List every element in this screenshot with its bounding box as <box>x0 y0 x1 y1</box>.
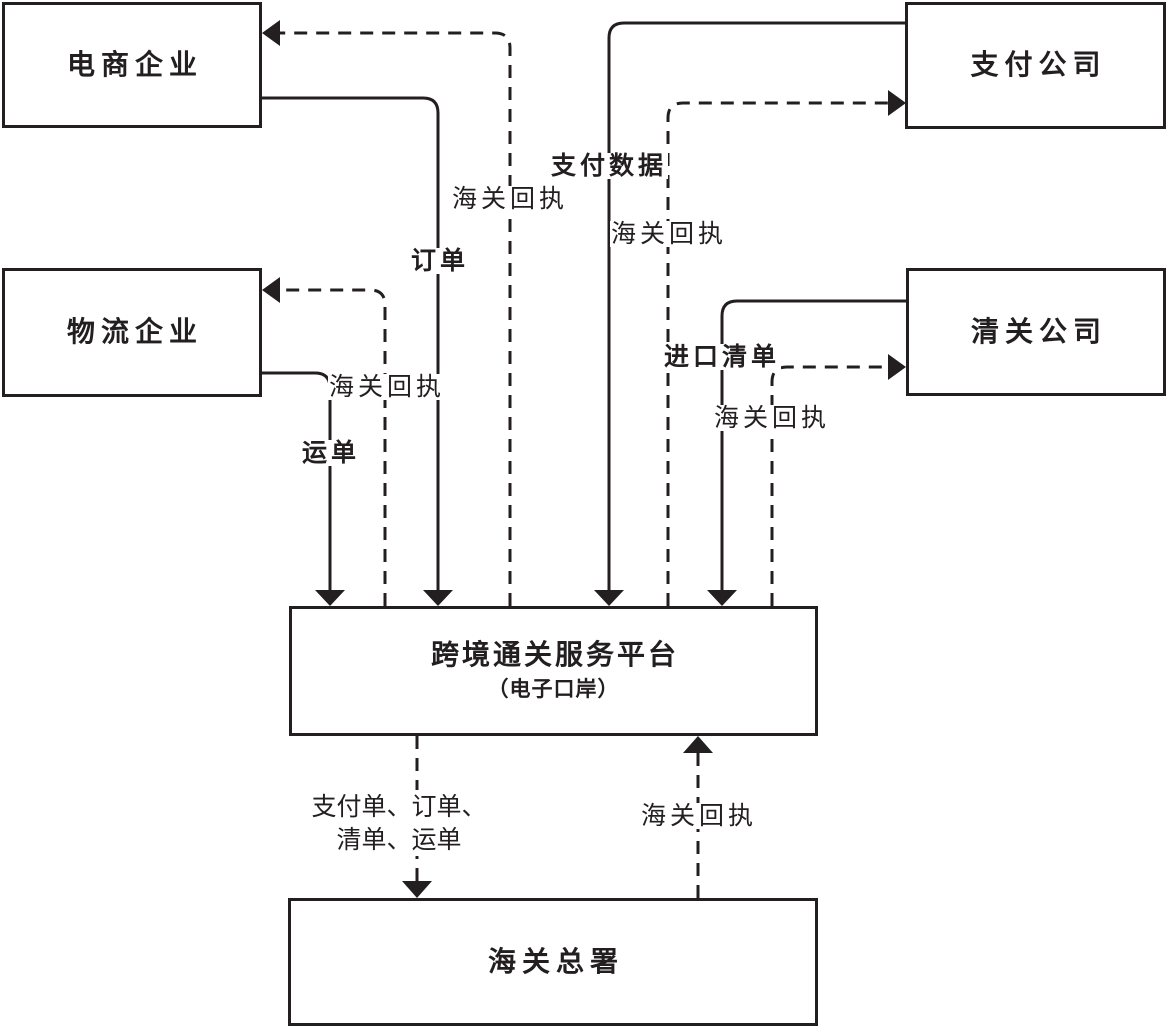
node-ecommerce: 电商企业 <box>2 2 262 128</box>
edge-label-customs-receipt: 海关回执 <box>640 801 759 830</box>
node-ecommerce-label: 电商企业 <box>66 47 203 81</box>
node-customs: 海关总署 <box>288 898 818 1026</box>
edge-label-platform-to-customs: 支付单、订单、 清单、运单 <box>308 790 490 856</box>
arrowhead-order-icon <box>423 590 453 606</box>
arrowhead-platform-to-customs-icon <box>402 881 432 898</box>
arrowhead-clearance-receipt-icon <box>888 354 906 380</box>
edge-payment-data-connector <box>594 21 906 606</box>
edge-logistics-receipt-connector <box>262 277 387 606</box>
node-payment: 支付公司 <box>905 2 1166 129</box>
edge-label-ecommerce-receipt: 海关回执 <box>451 184 570 213</box>
node-logistics: 物流企业 <box>2 268 262 397</box>
arrowhead-import-list-icon <box>707 590 737 606</box>
edge-label-payment-data: 支付数据 <box>550 151 669 180</box>
edge-order-connector <box>262 96 453 606</box>
arrowhead-payment-data-icon <box>594 590 624 606</box>
edge-import-list-connector <box>707 299 906 606</box>
node-platform-label: 跨境通关服务平台 <box>430 638 679 671</box>
node-platform-sublabel: （电子口岸） <box>487 676 620 701</box>
edge-ecommerce-receipt-connector <box>262 20 512 606</box>
edge-label-payment-receipt: 海关回执 <box>610 219 729 248</box>
edge-waybill-connector <box>262 371 345 606</box>
node-clearance: 清关公司 <box>906 268 1166 396</box>
edge-payment-receipt-connector <box>666 90 906 606</box>
node-platform: 跨境通关服务平台 （电子口岸） <box>289 606 818 736</box>
edge-label-import-list: 进口清单 <box>663 342 782 371</box>
arrowhead-ecommerce-receipt-icon <box>262 20 280 46</box>
arrowhead-waybill-icon <box>315 590 345 606</box>
edge-label-order: 订单 <box>410 246 471 275</box>
arrowhead-logistics-receipt-icon <box>262 277 280 303</box>
node-clearance-label: 清关公司 <box>970 314 1107 348</box>
node-payment-label: 支付公司 <box>970 48 1107 82</box>
arrowhead-payment-receipt-icon <box>888 90 906 116</box>
edge-label-logistics-receipt: 海关回执 <box>328 372 447 401</box>
edge-clearance-receipt-connector <box>770 354 906 606</box>
edge-label-clearance-receipt: 海关回执 <box>713 403 832 432</box>
node-customs-label: 海关总署 <box>487 944 624 978</box>
edge-label-waybill: 运单 <box>301 438 362 467</box>
node-logistics-label: 物流企业 <box>66 315 203 349</box>
arrowhead-customs-receipt-icon <box>683 736 713 753</box>
